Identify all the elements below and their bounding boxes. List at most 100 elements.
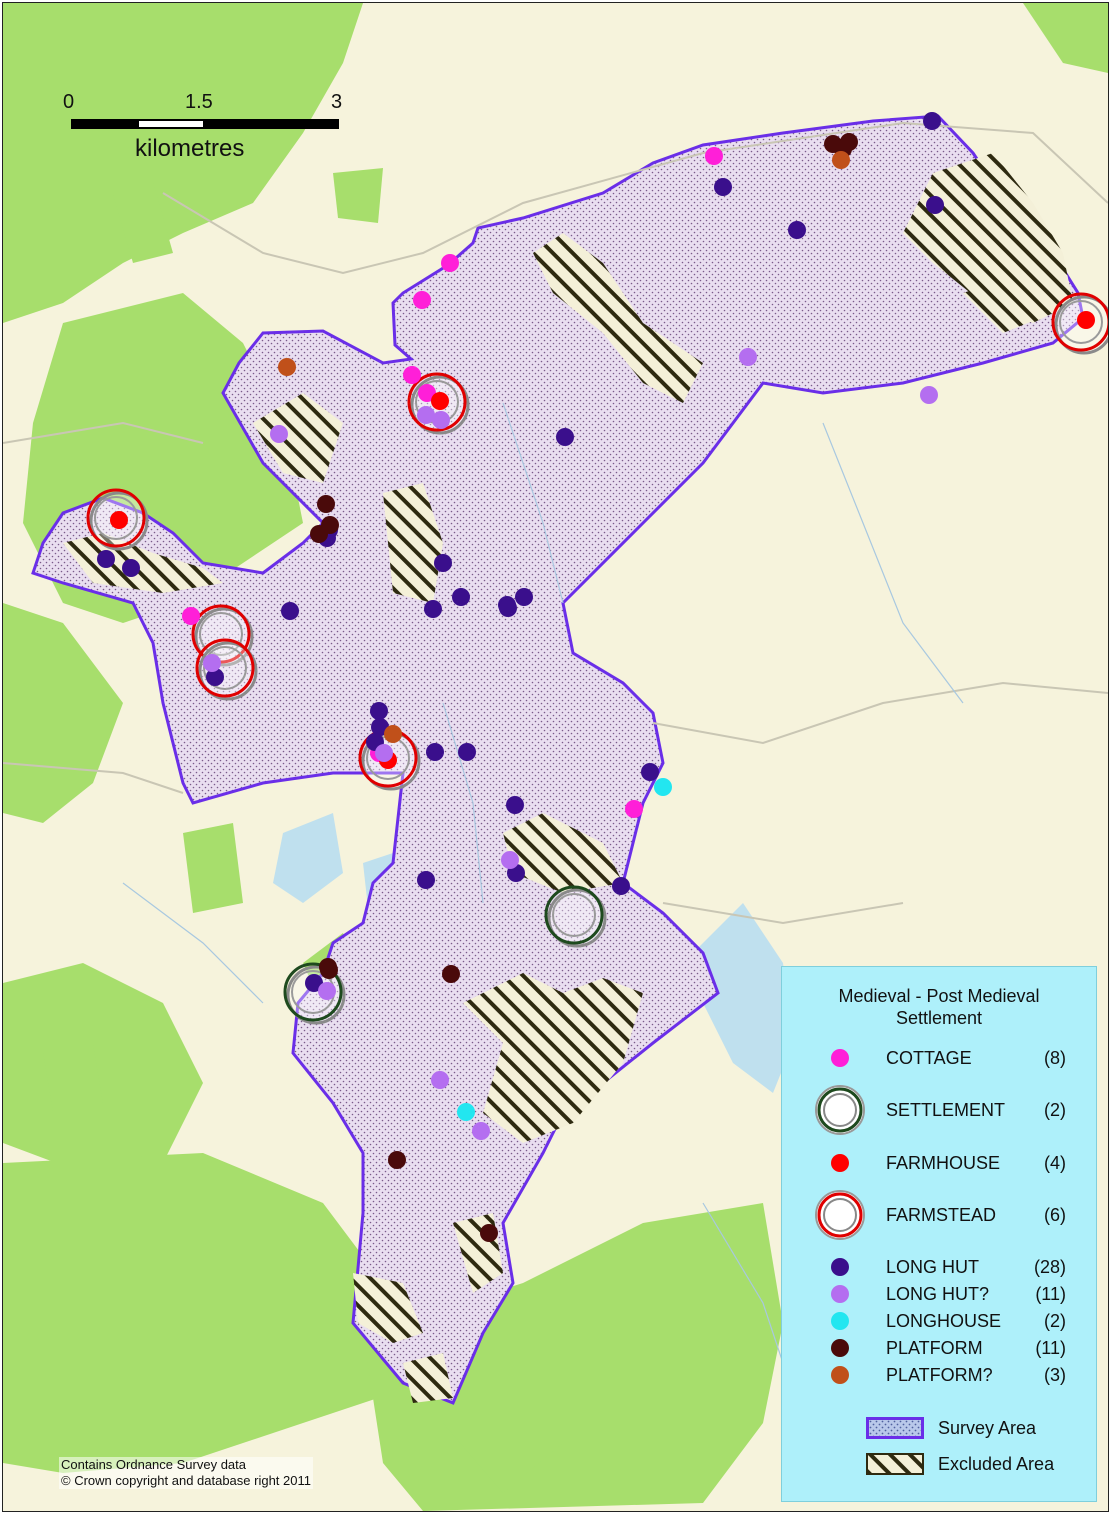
credit-line-1: Contains Ordnance Survey data [61,1457,246,1472]
scale-tick-0: 0 [63,91,75,113]
long-hut-marker [424,600,442,618]
long-hut-query-marker [318,982,336,1000]
legend-count: (11) [1035,1284,1066,1304]
settlement-ring-marker [283,962,346,1025]
long-hut-query-marker [920,386,938,404]
long-hut-marker [515,588,533,606]
long-hut-marker [641,763,659,781]
long-hut-query-marker [432,411,450,429]
scale-unit-label: kilometres [135,135,245,162]
longhouse-marker [654,778,672,796]
legend-count: (4) [1044,1153,1066,1173]
cottage-symbol-icon [831,1049,849,1067]
farmhouse-marker [431,392,449,410]
legend-item-longhouse: LONGHOUSE (2) [782,1308,1096,1334]
platform-query-symbol-icon [831,1366,849,1384]
copyright-credit: Contains Ordnance Survey data © Crown co… [59,1457,313,1489]
scale-bar: 0 1.5 3 kilometres [63,91,353,171]
long-hut-query-marker [431,1071,449,1089]
long-hut-query-symbol-icon [831,1285,849,1303]
long-hut-query-marker [375,744,393,762]
legend-label: PLATFORM [886,1338,983,1358]
legend-excluded-area: Excluded Area [782,1453,1096,1479]
map-legend: Medieval - Post Medieval Settlement COTT… [781,966,1097,1502]
legend-count: (11) [1035,1338,1066,1358]
long-hut-marker [206,668,224,686]
legend-label: LONG HUT? [886,1284,990,1304]
long-hut-marker [417,871,435,889]
legend-label: Excluded Area [938,1454,1055,1474]
legend-count: (2) [1044,1311,1066,1331]
legend-item-platform: PLATFORM (11) [782,1335,1096,1361]
legend-item-settlement: SETTLEMENT (2) [782,1085,1096,1135]
long-hut-query-marker [417,406,435,424]
long-hut-query-marker [203,654,221,672]
long-hut-marker [923,112,941,130]
legend-survey-area: Survey Area [782,1417,1096,1443]
site-markers [86,112,1108,1242]
cottage-marker [182,607,200,625]
cottage-marker [413,291,431,309]
legend-count: (2) [1044,1100,1066,1120]
legend-item-platform-query: PLATFORM? (3) [782,1362,1096,1388]
legend-count: (6) [1044,1205,1066,1225]
long-hut-marker [452,588,470,606]
legend-label: LONG HUT [886,1257,980,1277]
scale-tick-3: 3 [331,91,343,113]
legend-item-farmstead: FARMSTEAD (6) [782,1190,1096,1240]
long-hut-marker [499,599,517,617]
legend-label: FARMSTEAD [886,1205,997,1225]
settlement-ring-icon [815,1085,865,1135]
long-hut-marker [506,796,524,814]
legend-label: LONGHOUSE [886,1311,1002,1331]
platform-query-marker [384,725,402,743]
cottage-marker [418,384,436,402]
farmstead-ring-icon [815,1190,865,1240]
legend-title-line-2: Settlement [895,1008,983,1028]
legend-title-line-1: Medieval - Post Medieval [838,986,1040,1006]
long-hut-marker [926,196,944,214]
farmhouse-marker [1077,311,1095,329]
scale-tick-1-5: 1.5 [185,91,213,113]
survey-area-swatch-icon [866,1417,924,1439]
long-hut-marker [434,554,452,572]
long-hut-marker [426,743,444,761]
platform-marker [320,961,338,979]
legend-title: Medieval - Post Medieval Settlement [782,985,1096,1029]
cottage-marker [403,366,421,384]
long-hut-query-marker [472,1122,490,1140]
legend-label: Survey Area [938,1418,1037,1438]
streams [122,402,964,1424]
legend-label: SETTLEMENT [886,1100,1006,1120]
platform-marker [310,525,328,543]
long-hut-marker [788,221,806,239]
long-hut-query-marker [270,425,288,443]
map-canvas [3,3,1108,1511]
long-hut-marker [612,877,630,895]
cottage-marker [625,800,643,818]
legend-label: COTTAGE [886,1048,972,1068]
scale-segment-3 [203,119,339,129]
legend-label: PLATFORM? [886,1365,993,1385]
long-hut-marker [97,550,115,568]
legend-item-long-hut: LONG HUT (28) [782,1254,1096,1280]
legend-item-farmhouse: FARMHOUSE (4) [782,1150,1096,1176]
longhouse-symbol-icon [831,1312,849,1330]
platform-marker [480,1224,498,1242]
credit-line-2: © Crown copyright and database right 201… [61,1473,311,1488]
long-hut-marker [458,743,476,761]
cottage-marker [705,147,723,165]
long-hut-marker [281,602,299,620]
platform-symbol-icon [831,1339,849,1357]
long-hut-query-marker [501,851,519,869]
legend-item-cottage: COTTAGE (8) [782,1045,1096,1071]
long-hut-marker [556,428,574,446]
scale-segment-2 [137,119,205,129]
legend-count: (28) [1033,1257,1066,1277]
legend-label: FARMHOUSE [886,1153,1001,1173]
long-hut-marker [370,702,388,720]
legend-count: (3) [1044,1365,1066,1385]
farmhouse-marker [110,511,128,529]
platform-query-marker [278,358,296,376]
platform-marker [317,495,335,513]
